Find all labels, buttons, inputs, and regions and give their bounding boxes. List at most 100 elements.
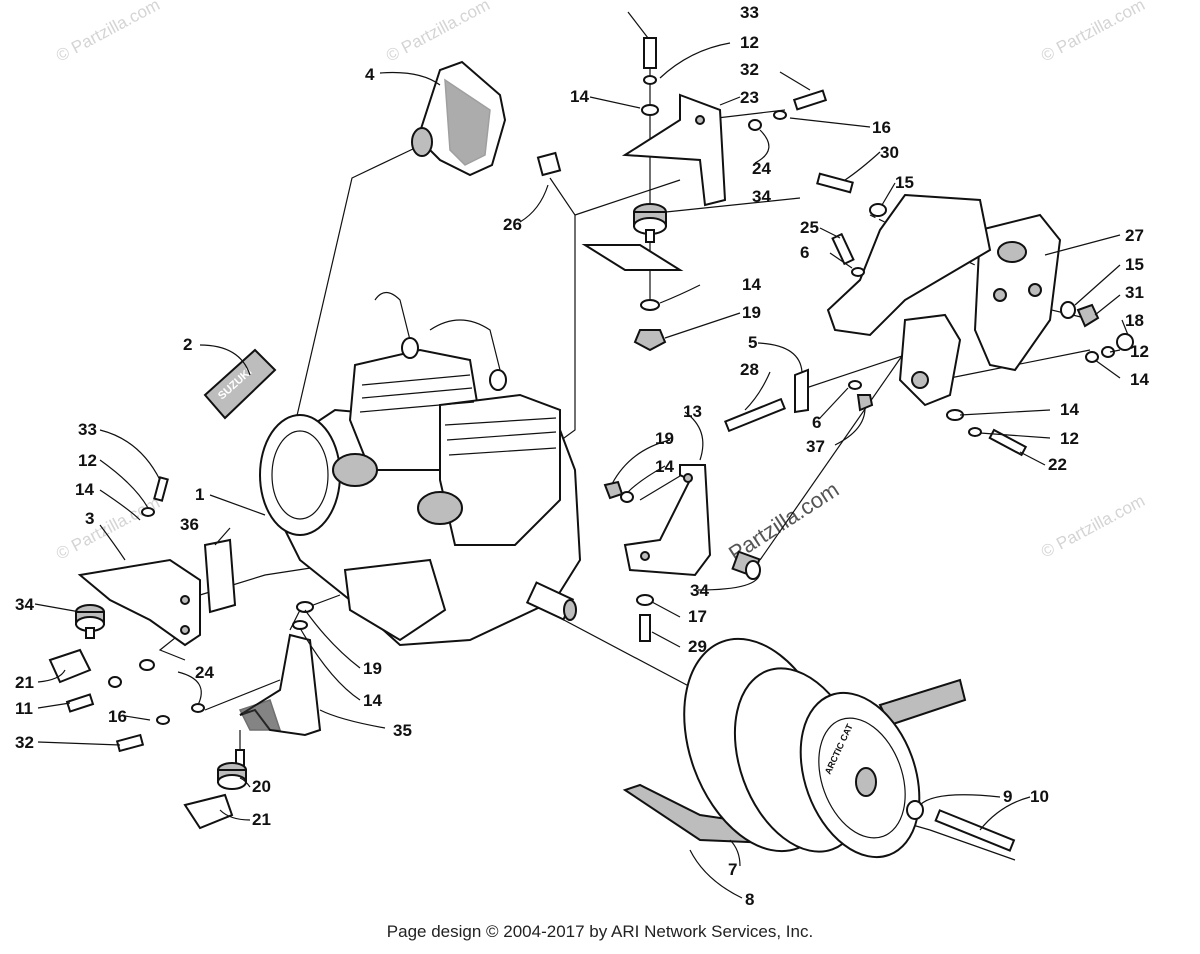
part-10-bolt [934,809,1016,852]
callout-18: 18 [1125,311,1144,330]
callout-19-bracket: 19 [655,429,674,448]
part-36-plate [203,538,237,614]
page-footer: Page design © 2004-2017 by ARI Network S… [386,922,814,941]
part-16-washer-left [108,676,122,688]
part-3-bracket [77,558,201,647]
callout-12-lower-right: 12 [1060,429,1079,448]
callout-15-top: 15 [895,173,914,192]
part-34-top-mount [633,203,667,243]
part-25-bolt [831,232,855,266]
callout-26: 26 [503,215,522,234]
callout-14-mid-top: 14 [742,275,761,294]
callout-11: 11 [15,699,33,718]
part-6-washer-lower [848,380,862,390]
part-12-lockwasher-top [643,75,657,85]
part-6-washer-top [851,267,865,277]
part-7-drive-clutch: ARCTIC CAT [683,637,921,859]
watermark-top-center: © Partzilla.com [383,0,493,66]
part-24-washer-left-lower [191,703,205,713]
part-32-bolt-right [792,89,828,111]
part-plate-top [581,244,684,271]
callout-30: 30 [880,143,899,162]
callout-14-left: 14 [75,480,94,499]
callout-2: 2 [183,335,192,354]
part-5-tab [794,368,809,414]
part-28-bolt [724,397,786,433]
part-34-left-mount [75,604,105,639]
part-13-bracket [623,464,712,577]
part-35-bracket [238,633,322,737]
callout-14-bracket: 14 [655,457,674,476]
callout-16-top: 16 [872,118,891,137]
part-12-lockwasher-lower-right [968,427,982,437]
part-19-nut-top [633,329,667,352]
watermark-top-right: © Partzilla.com [1038,0,1148,66]
callout-33-top: 33 [740,3,759,22]
part-14-washer-right [1085,351,1099,363]
part-17-washer [636,594,654,606]
part-14-washer-lower [640,299,660,311]
part-14-washer-left-mid [292,620,308,630]
callout-leaders [34,11,1129,899]
callout-10: 10 [1030,787,1049,806]
part-4-cover [411,60,562,177]
callout-22: 22 [1048,455,1067,474]
part-15-washer-right [1060,301,1076,319]
callout-21-left: 21 [15,673,34,692]
callout-7: 7 [728,860,737,879]
callout-12-top: 12 [740,33,759,52]
callout-23: 23 [740,88,759,107]
part-12-lockwasher-left [141,507,155,517]
part-33-bolt-left [153,476,169,502]
part-1-engine [259,291,582,647]
callout-34-top: 34 [752,187,771,206]
callout-5: 5 [748,333,757,352]
callout-20: 20 [252,777,271,796]
callout-21-lower: 21 [252,810,271,829]
callout-29: 29 [688,637,707,656]
part-19-nut-left [296,601,314,613]
part-9-washer [906,800,924,820]
callout-19-top: 19 [742,303,761,322]
part-31-nut [1076,303,1100,328]
part-21-plate-lower [183,793,234,830]
part-20-lower-mount [217,749,247,790]
callout-37: 37 [806,437,825,456]
part-30-bolt [816,172,854,194]
callout-28: 28 [740,360,759,379]
part-16-washer [773,110,787,120]
callout-14-lower-right: 14 [1060,400,1079,419]
part-18-spacer [1116,333,1134,351]
part-16-washer-left-lower [156,715,170,725]
part-12-lockwasher-right [1101,346,1115,358]
part-11-bolt [65,693,95,713]
part-15-washer [869,203,887,217]
part-21-plate-left [48,648,92,684]
part-24-spacer [748,119,762,131]
part-32-bolt-left [115,733,145,753]
callout-34-right: 34 [690,581,709,600]
part-14-washer-top [641,104,659,116]
callout-34-left: 34 [15,595,34,614]
callout-14-top: 14 [570,87,589,106]
callout-6-top: 6 [800,243,809,262]
part-29-bolt [639,614,651,642]
callout-4: 4 [365,65,375,84]
callout-36: 36 [180,515,199,534]
callout-labels: 1 2 3 4 5 6 6 7 8 9 10 11 12 12 12 12 13… [15,3,1149,909]
callout-12-right: 12 [1130,342,1149,361]
callout-31: 31 [1125,283,1144,302]
part-arm-bracket [826,193,992,407]
watermark-mid-right: © Partzilla.com [1038,491,1148,562]
part-33-bolt-top [643,37,657,69]
watermark-mid-left: © Partzilla.com [53,493,163,564]
part-14-washer-mid [620,491,634,503]
callout-24-left: 24 [195,663,214,682]
callout-6-lower: 6 [812,413,821,432]
part-27-mount-plate [973,213,1062,372]
callout-13: 13 [683,402,702,421]
callout-24-top: 24 [752,159,771,178]
callout-15-right: 15 [1125,255,1144,274]
